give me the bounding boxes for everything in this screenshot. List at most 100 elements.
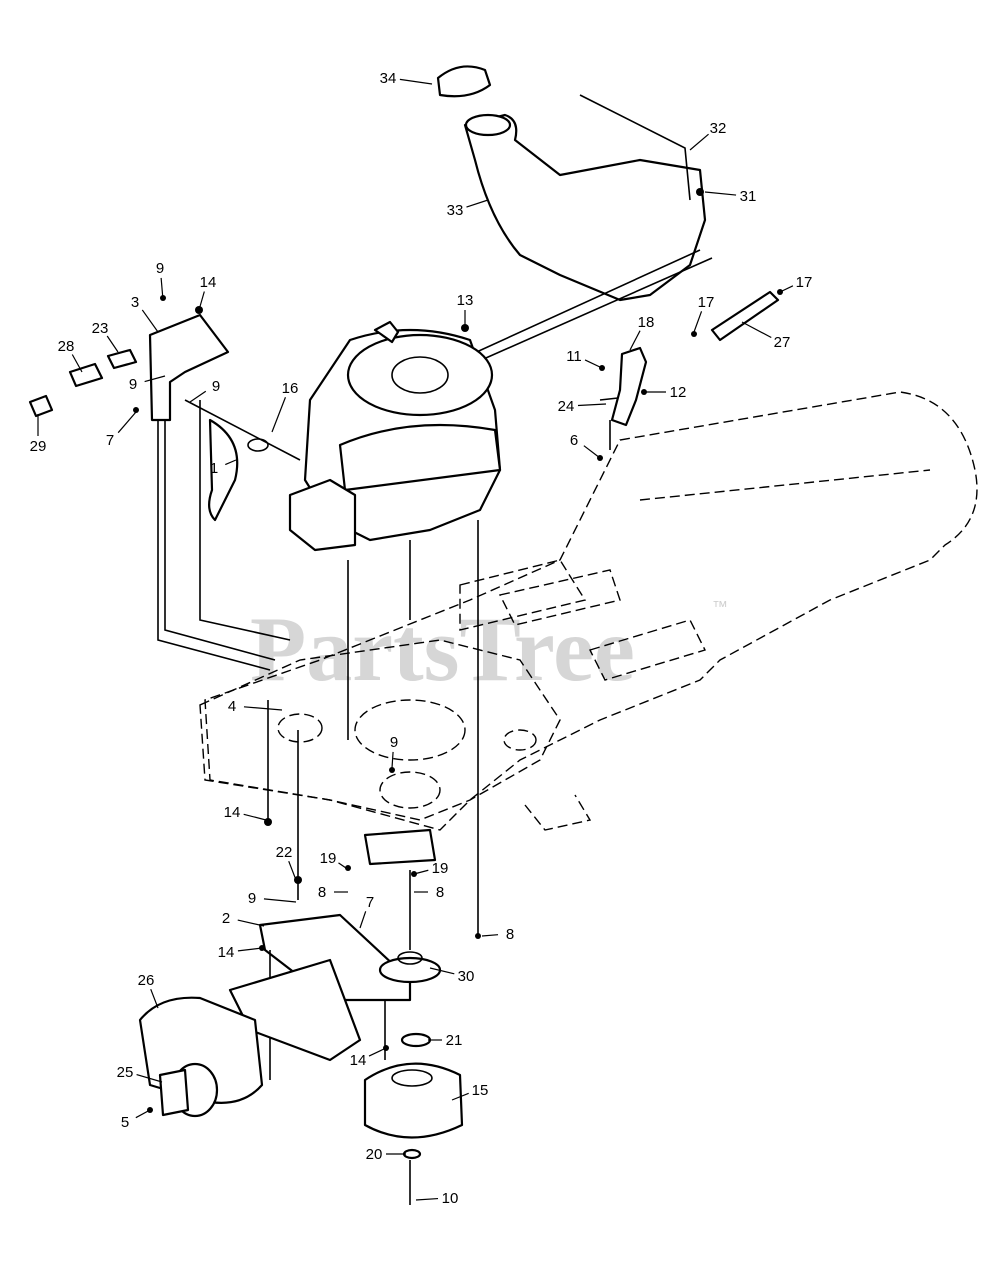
lever-18 [610, 346, 648, 427]
callout-leader-c30 [429, 967, 455, 975]
callout-leader-c22 [288, 860, 297, 881]
fitting-23 [106, 348, 138, 370]
pulley-30 [378, 956, 442, 984]
nut-7a [133, 407, 139, 413]
control-lever [599, 290, 780, 450]
mount-plate-hole-left [277, 713, 323, 743]
callout-label-c2: 2 [222, 910, 230, 927]
callout-leader-c15 [451, 1092, 469, 1101]
bolt-8c [475, 933, 481, 939]
callout-label-c26: 26 [138, 972, 155, 989]
mount-plate-outline [199, 639, 561, 821]
deck-cutout-1 [459, 559, 587, 631]
callout-label-c12: 12 [670, 384, 687, 401]
callout-leader-c5 [135, 1109, 151, 1119]
callout-label-c14b: 14 [224, 804, 241, 821]
cable-rod-3 [199, 400, 291, 641]
callout-label-c4: 4 [228, 698, 236, 715]
callout-label-c14c: 14 [218, 944, 235, 961]
callout-label-c18: 18 [638, 314, 655, 331]
callout-label-c13: 13 [457, 292, 474, 309]
callout-label-c17a: 17 [796, 274, 813, 291]
washer-22 [294, 876, 302, 884]
fasteners [133, 289, 783, 1113]
fuel-tank-assembly [436, 65, 713, 366]
callout-leader-c19a [338, 862, 347, 869]
watermark: PartsTree ™ [250, 598, 728, 700]
callout-label-c15: 15 [472, 1082, 489, 1099]
callout-label-c32: 32 [710, 120, 727, 137]
tank-bolt [696, 188, 704, 196]
fitting-29 [28, 394, 54, 418]
seal-25 [158, 1068, 190, 1117]
pulley-hub [397, 951, 423, 965]
callout-label-c7a: 7 [106, 432, 114, 449]
cable-clip [247, 438, 269, 452]
callout-leader-c4 [243, 706, 283, 711]
callout-leader-c8c [481, 934, 499, 937]
callout-leader-c2 [237, 919, 265, 927]
callout-label-c22: 22 [276, 844, 293, 861]
callout-label-c34: 34 [380, 70, 397, 87]
deck-cutout-2 [498, 569, 621, 626]
washer-21 [400, 1032, 432, 1048]
fuel-cap [436, 65, 492, 98]
callout-leader-c31 [704, 191, 737, 196]
callout-label-c16: 16 [282, 380, 299, 397]
engine-shroud-center [391, 356, 449, 394]
callout-leader-c10 [415, 1197, 439, 1201]
cable-rod-1 [157, 420, 271, 671]
callout-leader-c28 [71, 354, 83, 373]
clutch-assembly [363, 870, 464, 1205]
callout-leader-c26 [150, 988, 159, 1009]
callout-leader-c7b [359, 911, 367, 929]
bracket-2 [258, 913, 412, 1002]
throttle-cable [208, 418, 239, 522]
callout-label-c9d: 9 [390, 734, 398, 751]
callout-label-c1: 1 [210, 460, 218, 477]
deck-cutout-3 [589, 619, 706, 681]
callout-label-c25: 25 [117, 1064, 134, 1081]
callout-leader-c18 [629, 330, 641, 351]
callout-label-c8b: 8 [436, 884, 444, 901]
deck-edge-line [639, 469, 931, 501]
fuel-line-2 [469, 257, 713, 366]
engine [288, 320, 502, 620]
callout-leader-c34 [399, 78, 433, 85]
cable-link [184, 399, 301, 461]
callout-label-c30: 30 [458, 968, 475, 985]
callout-label-c7b: 7 [366, 894, 374, 911]
fuel-tank [463, 113, 707, 302]
deck-plate-outline [204, 391, 978, 831]
callout-label-c20: 20 [366, 1146, 383, 1163]
cable-bracket [148, 313, 230, 422]
bolt-9d [389, 767, 395, 773]
callout-label-c28: 28 [58, 338, 75, 355]
engine-dipstick [373, 320, 400, 344]
callout-leader-c17b [693, 311, 703, 333]
callout-label-c9c: 9 [212, 378, 220, 395]
callout-leader-c23 [106, 335, 119, 353]
callout-leader-c9c [189, 390, 207, 403]
callout-leader-c1 [225, 459, 237, 466]
engine-air-filter [288, 478, 357, 552]
watermark-trademark: ™ [712, 599, 728, 616]
fuel-tank-neck [464, 113, 512, 137]
spacer-block [363, 828, 437, 866]
watermark-text: PartsTree [250, 598, 635, 700]
callout-label-c10: 10 [442, 1190, 459, 1207]
rod-27 [710, 290, 780, 342]
callout-leader-c14d [368, 1047, 387, 1057]
callout-leader-c11 [584, 359, 603, 369]
throttle-bracket [28, 313, 301, 671]
mount-plate-lower-hole [379, 771, 441, 809]
mount-plate-hole-right [503, 729, 537, 751]
fitting-28 [68, 362, 104, 388]
callout-leader-c19b [413, 869, 429, 875]
callout-leader-c6 [583, 445, 601, 459]
fuel-line-1 [469, 249, 701, 356]
callout-label-c33: 33 [447, 202, 464, 219]
callout-leader-c9b [144, 375, 166, 383]
callout-leader-c14c [237, 947, 263, 952]
